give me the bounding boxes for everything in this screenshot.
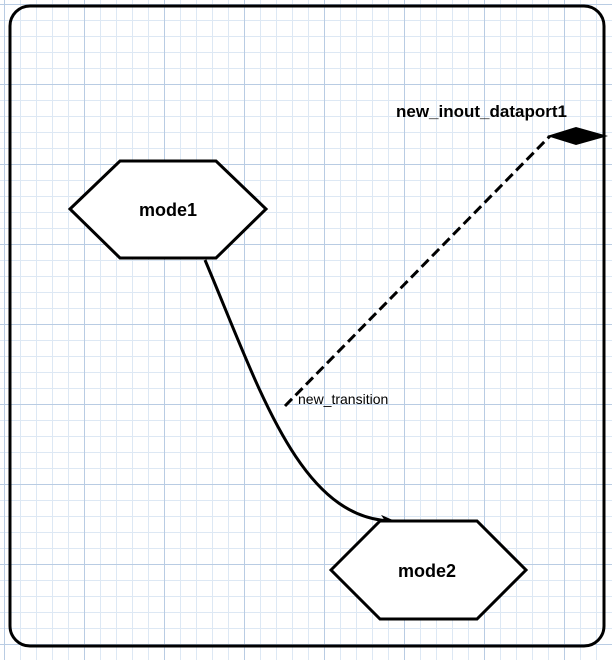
dataport-label: new_inout_dataport1	[396, 102, 567, 121]
system-container[interactable]	[8, 4, 606, 648]
transition-edge[interactable]	[203, 259, 395, 527]
inout-dataport[interactable]: new_inout_dataport1	[396, 102, 608, 145]
transition-label: new_transition	[298, 391, 388, 407]
mode2-shape	[328, 519, 529, 621]
dataport-diamond-icon[interactable]	[547, 127, 608, 145]
mode2-node[interactable]: mode2	[328, 519, 529, 621]
mode1-node[interactable]: mode1	[67, 159, 269, 260]
mode1-shape	[67, 159, 269, 260]
mode2-label: mode2	[398, 561, 456, 581]
mode1-label: mode1	[139, 200, 197, 220]
port-connection-line[interactable]	[283, 134, 552, 408]
